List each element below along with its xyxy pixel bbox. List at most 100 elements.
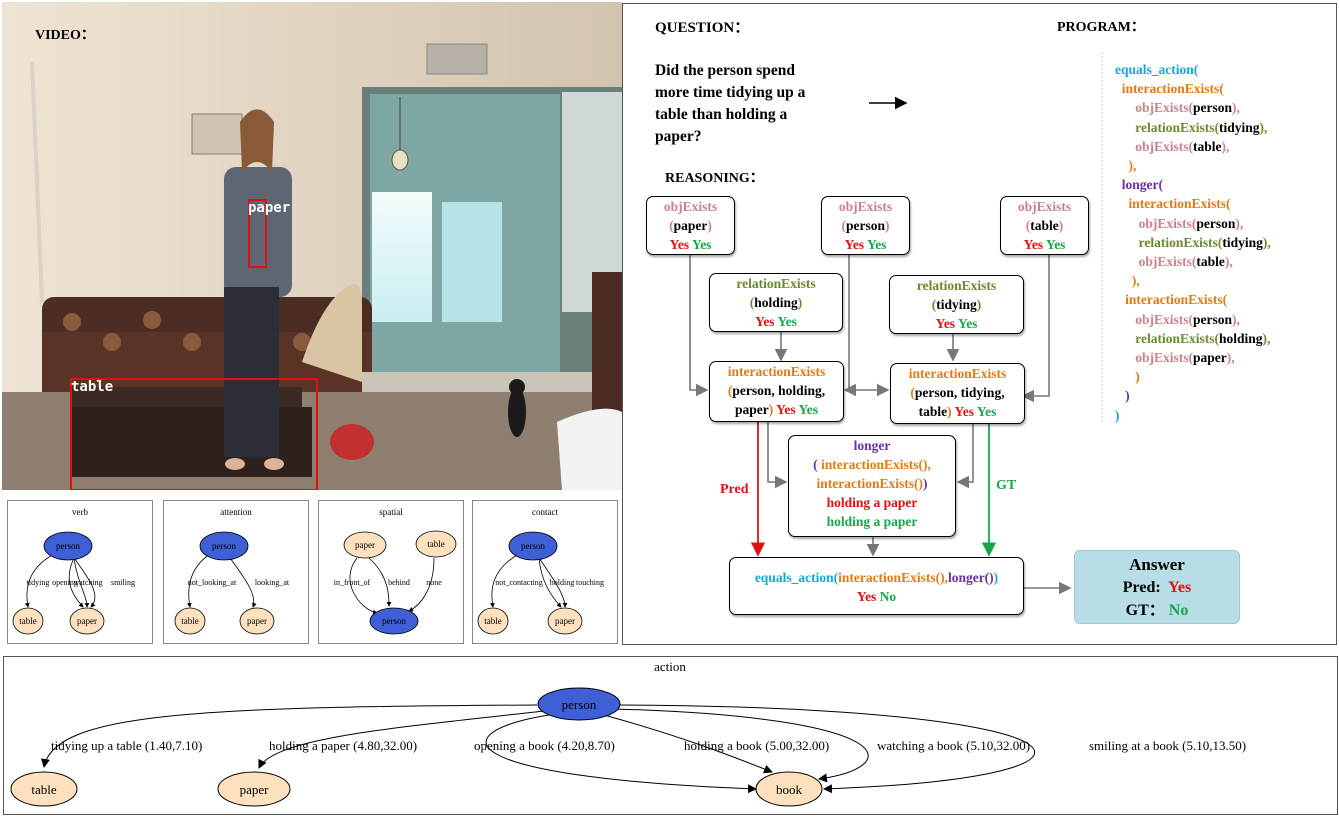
sg-edge-label: touching xyxy=(576,578,604,587)
gt-value: Yes xyxy=(866,237,887,252)
sg-edge-label: smiling xyxy=(111,578,135,587)
action-edge-label: smiling at a book (5.10,13.50) xyxy=(1089,738,1246,753)
program-line: ) xyxy=(1115,386,1271,405)
answer-title: Answer xyxy=(1129,555,1185,574)
node-interactionexists-tidying: interactionExists (person, tidying, tabl… xyxy=(890,363,1025,424)
sg-edge-label: behind xyxy=(388,578,410,587)
question-line: table than holding a xyxy=(655,106,788,123)
paren: ) xyxy=(885,218,890,233)
arg: interactionExists() xyxy=(816,476,923,491)
program-token: objExists( xyxy=(1115,311,1194,327)
action-edge-label: tidying up a table (1.40,7.10) xyxy=(51,738,202,753)
paren: ( xyxy=(1025,218,1031,233)
sg-node: person xyxy=(382,616,406,626)
program-token: relationExists( xyxy=(1115,119,1219,135)
sg-node: table xyxy=(19,616,37,626)
action-edge-label: holding a paper (4.80,32.00) xyxy=(269,738,417,753)
program-line: objExists(table), xyxy=(1115,252,1271,271)
program-token: ), xyxy=(1235,215,1244,231)
arg: paper xyxy=(735,402,769,417)
sg-edge-label: holding xyxy=(550,578,574,587)
reasoning-arrows xyxy=(689,52,1103,595)
program-token: ), xyxy=(1232,311,1240,327)
fn-name: objExists xyxy=(663,199,718,214)
action-node-book: book xyxy=(776,782,803,797)
program-line: objExists(table), xyxy=(1115,137,1271,156)
pred-value: Yes xyxy=(776,402,796,417)
action-edge-label: opening a book (4.20,8.70) xyxy=(474,738,615,753)
paren: ) xyxy=(993,570,999,585)
gt-value: Yes xyxy=(798,402,819,417)
args: person, holding, xyxy=(732,383,826,398)
action-node-book-shape xyxy=(755,771,823,807)
scene-graph-title: contact xyxy=(532,507,558,517)
pred-value: holding a paper xyxy=(826,495,918,510)
program-token: interactionExists( xyxy=(1115,292,1228,308)
pred-value: Yes xyxy=(755,314,775,329)
args: person, tidying, xyxy=(914,385,1005,400)
fn-name: relationExists xyxy=(736,276,816,291)
question-label: QUESTION： xyxy=(655,20,750,36)
program-token: ) xyxy=(1115,369,1140,385)
program-line: ), xyxy=(1115,271,1271,290)
program-token: table xyxy=(1193,138,1222,154)
program-token: ) xyxy=(1115,388,1130,404)
answer-gt-value: No xyxy=(1168,602,1189,619)
program-token: relationExists( xyxy=(1115,330,1219,346)
video-label: VIDEO： xyxy=(35,28,95,43)
program-token: paper xyxy=(1193,350,1227,366)
arg: interactionExists(), xyxy=(821,457,931,472)
program-token: ), xyxy=(1115,273,1140,289)
question-line: paper? xyxy=(655,128,702,145)
node-relationexists-holding: relationExists (holding) Yes Yes xyxy=(709,273,843,332)
gt-arrow-label: GT xyxy=(996,478,1017,493)
paren: ) xyxy=(1058,218,1064,233)
action-graph-panel: action person table paper book tidying u… xyxy=(3,656,1338,815)
program-token: tidying xyxy=(1219,119,1260,135)
scene-graph-title: verb xyxy=(72,507,88,517)
program-token: ), xyxy=(1226,350,1235,366)
program-token: interactionExists( xyxy=(1115,81,1224,97)
program-token: person xyxy=(1193,100,1233,116)
program-line: objExists(person), xyxy=(1115,310,1271,329)
program-label: PROGRAM： xyxy=(1057,20,1145,35)
pred-value: Yes xyxy=(669,237,690,252)
pred-value: Yes xyxy=(954,404,975,419)
action-node-person-shape xyxy=(537,687,621,721)
paren: ( xyxy=(749,295,755,310)
answer-pred-label: Pred: xyxy=(1122,579,1161,596)
action-edge-label: watching a book (5.10,32.00) xyxy=(877,738,1030,753)
program-token: ), xyxy=(1262,234,1271,250)
sg-node: table xyxy=(181,616,199,626)
pred-value: Yes xyxy=(844,237,865,252)
fn-name: objExists xyxy=(838,199,893,214)
program-token: interactionExists( xyxy=(1115,196,1231,212)
gt-value: Yes xyxy=(1045,237,1066,252)
arg: tidying xyxy=(936,297,977,312)
fn-name: objExists xyxy=(1017,199,1072,214)
scene-graph-title: spatial xyxy=(379,507,403,517)
program-token: equals_action( xyxy=(1115,62,1199,77)
paren: ) xyxy=(768,402,774,417)
paren: ) xyxy=(797,295,803,310)
program-token: table xyxy=(1196,254,1225,270)
paper-box-tag: paper xyxy=(248,200,291,216)
program-line: interactionExists( xyxy=(1115,79,1271,98)
sg-node: table xyxy=(484,616,502,626)
node-objexists-person: objExists (person) Yes Yes xyxy=(821,196,910,255)
fn-name: equals_action( xyxy=(754,570,839,585)
paren: ) xyxy=(976,297,982,312)
arg: table xyxy=(918,404,948,419)
program-line: objExists(person), xyxy=(1115,98,1271,117)
action-node-paper: paper xyxy=(240,782,270,797)
program-line: objExists(paper), xyxy=(1115,348,1271,367)
sg-node: paper xyxy=(77,616,97,626)
gt-value: Yes xyxy=(777,314,797,329)
question-line: more time tidying up a xyxy=(655,84,806,101)
sg-node: person xyxy=(56,541,80,551)
program-token: objExists( xyxy=(1115,215,1197,231)
